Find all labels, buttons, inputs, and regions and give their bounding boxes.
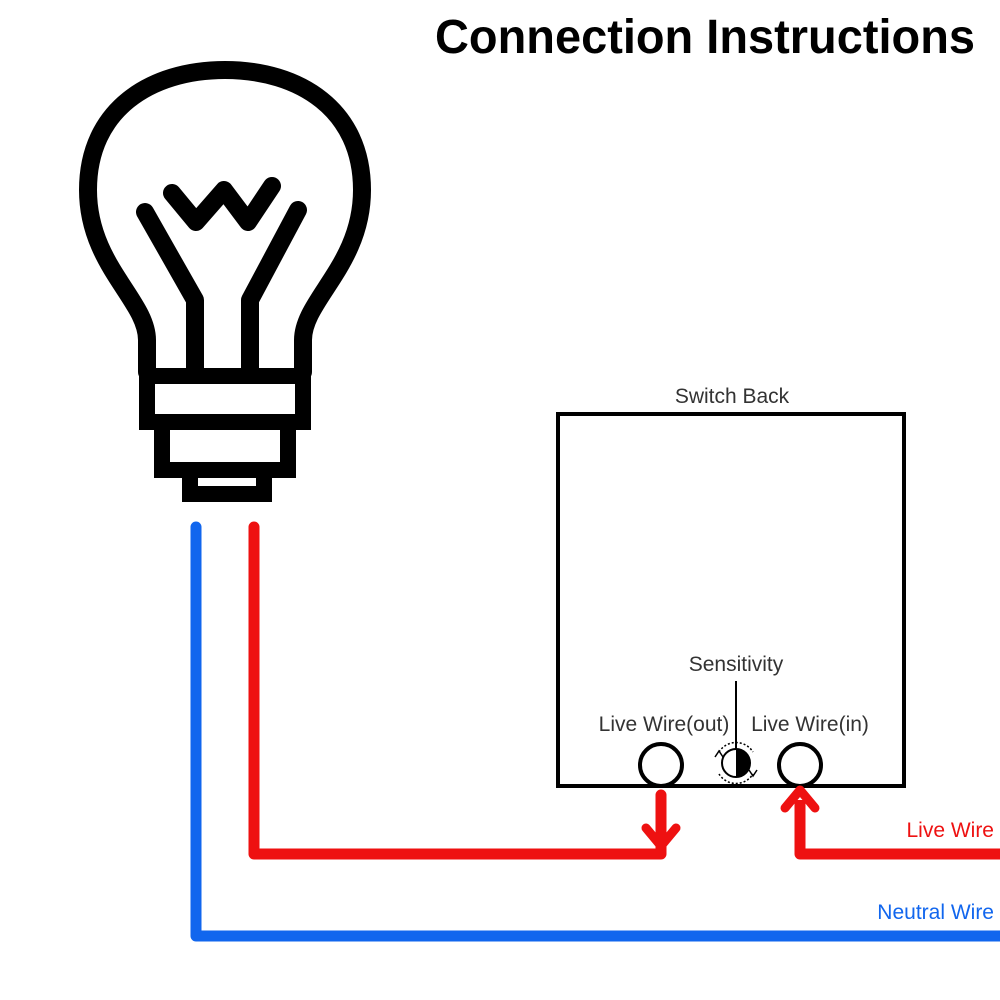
neutral-wire bbox=[190, 521, 1000, 942]
terminal-out-label: Live Wire(out) bbox=[599, 713, 730, 736]
terminal-in bbox=[777, 742, 823, 788]
bulb-base bbox=[139, 368, 311, 502]
live-wire-in bbox=[794, 800, 1000, 860]
switch-back-label: Switch Back bbox=[675, 385, 790, 408]
switch-box bbox=[556, 412, 906, 788]
sensitivity-knob-icon bbox=[714, 741, 758, 785]
sensitivity-label: Sensitivity bbox=[689, 653, 784, 676]
live-wire-label: Live Wire bbox=[906, 819, 994, 842]
live-wire-out bbox=[248, 521, 667, 860]
terminal-out bbox=[638, 742, 684, 788]
neutral-wire-label: Neutral Wire bbox=[877, 901, 994, 924]
arrow-up-icon bbox=[780, 785, 820, 813]
light-bulb-icon bbox=[79, 61, 371, 381]
terminal-in-label: Live Wire(in) bbox=[751, 713, 869, 736]
arrow-down-icon bbox=[641, 823, 681, 851]
diagram-title: Connection Instructions bbox=[435, 11, 975, 64]
